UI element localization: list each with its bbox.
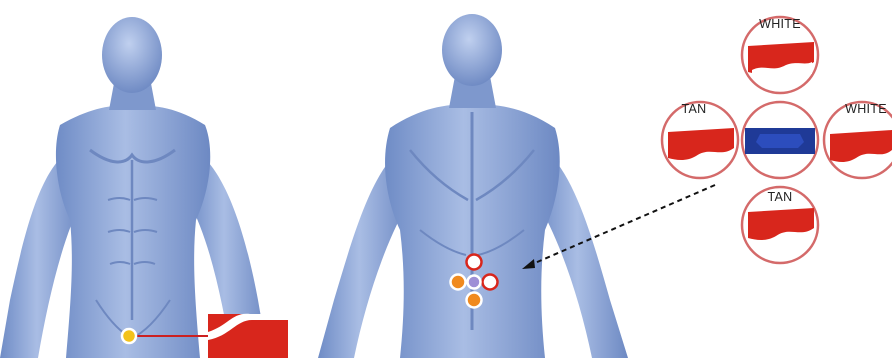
front-body-figure-icon	[0, 17, 268, 358]
label-right: WHITE	[845, 102, 887, 116]
back-marker-bottom	[467, 293, 482, 308]
back-marker-left	[451, 275, 466, 290]
front-electrode-pad	[208, 314, 288, 358]
label-left: TAN	[682, 102, 707, 116]
back-marker-top	[467, 255, 482, 270]
label-top: WHITE	[759, 17, 801, 31]
label-bottom: TAN	[768, 190, 793, 204]
back-marker-center	[468, 276, 481, 289]
back-marker-right	[483, 275, 498, 290]
front-electrode-marker	[122, 329, 136, 343]
detail-center-electrode	[742, 102, 818, 178]
